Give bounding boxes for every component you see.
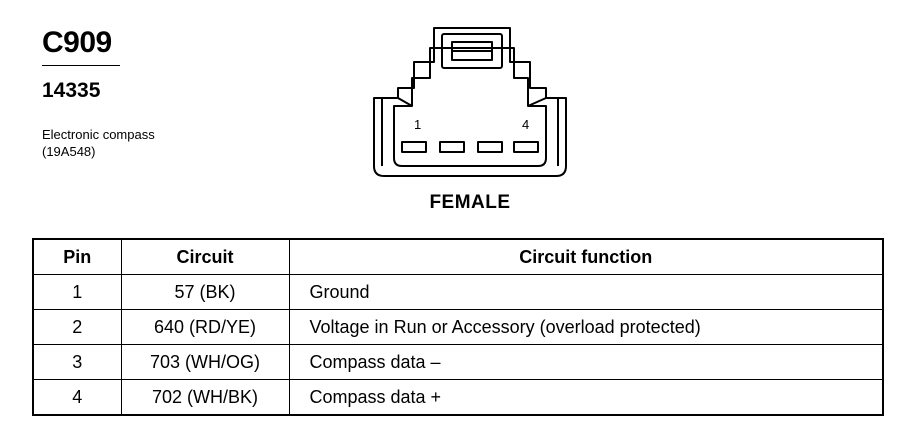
description-line-2: (19A548) bbox=[42, 144, 96, 159]
connector-id: C909 bbox=[42, 26, 112, 59]
header-circuit: Circuit bbox=[120, 238, 290, 275]
right-step bbox=[527, 97, 547, 107]
function-cell: Voltage in Run or Accessory (overload pr… bbox=[288, 309, 884, 345]
table-row: 3 703 (WH/OG) Compass data – bbox=[32, 344, 884, 380]
header-circuit-function: Circuit function bbox=[288, 238, 884, 275]
part-number: 14335 bbox=[42, 79, 101, 102]
connector-gender: FEMALE bbox=[429, 192, 511, 213]
pinout-table: Pin Circuit Circuit function 1 57 (BK) G… bbox=[32, 238, 884, 416]
pin-cavity-2 bbox=[439, 141, 465, 153]
function-cell: Compass data + bbox=[288, 379, 884, 416]
pin-cavity-1 bbox=[401, 141, 427, 153]
circuit-cell: 702 (WH/BK) bbox=[120, 379, 290, 416]
circuit-cell: 640 (RD/YE) bbox=[120, 309, 290, 345]
function-cell: Compass data – bbox=[288, 344, 884, 380]
circuit-cell: 57 (BK) bbox=[120, 274, 290, 310]
pin-cell: 1 bbox=[32, 274, 122, 310]
table-row: 1 57 (BK) Ground bbox=[32, 274, 884, 310]
connector-face-drawing bbox=[373, 27, 567, 177]
connector-description: Electronic compass (19A548) bbox=[42, 126, 155, 160]
function-cell: Ground bbox=[288, 274, 884, 310]
header-pin: Pin bbox=[32, 238, 122, 275]
pin-label-first: 1 bbox=[414, 117, 422, 132]
pin-label-last: 4 bbox=[522, 117, 530, 132]
table-row: 4 702 (WH/BK) Compass data + bbox=[32, 379, 884, 416]
pin-cavity-4 bbox=[513, 141, 539, 153]
connector-diagram: 1 4 bbox=[360, 18, 580, 188]
description-line-1: Electronic compass bbox=[42, 127, 155, 142]
housing-outline bbox=[373, 27, 567, 177]
connector-id-underline bbox=[42, 65, 120, 66]
table-row: 2 640 (RD/YE) Voltage in Run or Accessor… bbox=[32, 309, 884, 345]
left-step bbox=[397, 97, 413, 107]
pin-cavity-3 bbox=[477, 141, 503, 153]
table-header-row: Pin Circuit Circuit function bbox=[32, 238, 884, 275]
pin-cell: 4 bbox=[32, 379, 122, 416]
housing-inner-face bbox=[393, 47, 547, 167]
circuit-cell: 703 (WH/OG) bbox=[120, 344, 290, 380]
pin-cell: 2 bbox=[32, 309, 122, 345]
latch-outer bbox=[441, 33, 503, 69]
pin-cell: 3 bbox=[32, 344, 122, 380]
